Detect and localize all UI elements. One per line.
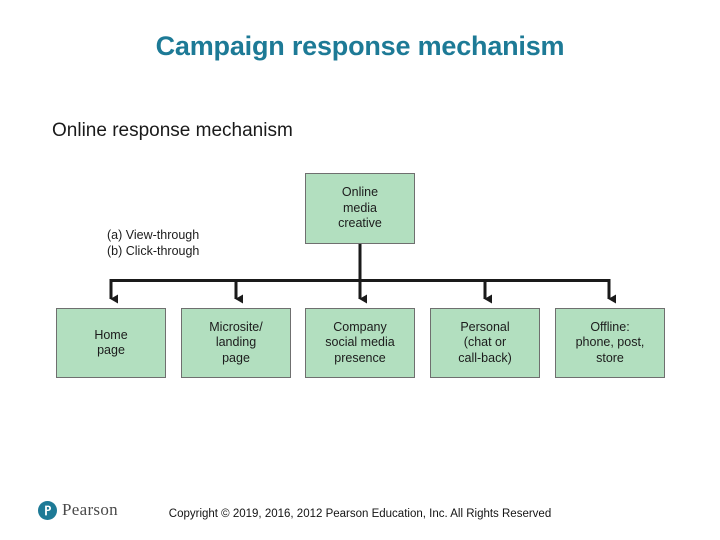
node-label-line: (chat or [463, 335, 507, 350]
annotation-line-a: (a) View-through [107, 228, 200, 242]
diagram-node-online-media-creative[interactable]: Online media creative [305, 173, 415, 244]
node-label-line: social media [325, 335, 395, 350]
node-label-line: Home [94, 327, 128, 342]
node-label-line: page [97, 343, 125, 357]
pearson-mark-icon [38, 500, 57, 520]
pearson-wordmark: Pearson [62, 500, 118, 519]
diagram-node-personal-chat[interactable]: Personal (chat or call-back) [430, 308, 540, 378]
pearson-logo: Pearson [38, 500, 118, 520]
node-label-line: presence [334, 350, 386, 365]
diagram-node-company-social[interactable]: Company social media presence [305, 308, 415, 378]
node-label-line: landing [215, 335, 257, 350]
node-label-line: Personal [460, 319, 510, 334]
diagram-annotation: (a) View-through (b) Click-through [107, 227, 199, 259]
node-label-line: Offline: [590, 319, 630, 334]
copyright-notice: Copyright © 2019, 2016, 2012 Pearson Edu… [168, 508, 552, 520]
annotation-line-b: (b) Click-through [107, 244, 200, 258]
node-label-line: Microsite/ [209, 319, 263, 334]
node-label-line: store [596, 350, 624, 365]
node-label-line: Company [333, 319, 387, 334]
slide-subtitle: Online response mechanism [52, 120, 293, 141]
diagram-node-offline-channels[interactable]: Offline: phone, post, store [555, 308, 665, 378]
diagram-node-home-page[interactable]: Home page [56, 308, 166, 378]
node-label-line: phone, post, [575, 335, 645, 350]
node-label-line: media [342, 200, 378, 215]
node-label-line: page [222, 350, 250, 365]
diagram-node-microsite-landing[interactable]: Microsite/ landing page [181, 308, 291, 378]
node-label-line: call-back) [458, 350, 512, 365]
page-title: Campaign response mechanism [155, 31, 565, 61]
node-label-line: Online [341, 185, 379, 200]
node-label-line: creative [338, 216, 382, 231]
